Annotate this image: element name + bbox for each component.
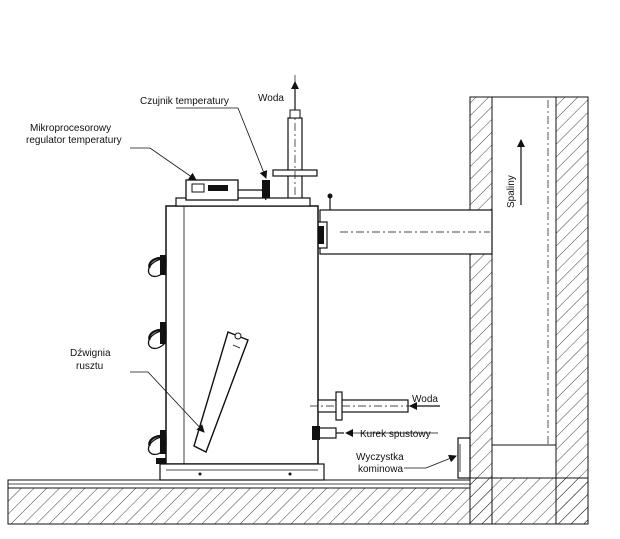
flue-pipe [312, 193, 493, 255]
leader-lines [130, 107, 457, 469]
grate-lever-label-line1: Dźwignia [70, 348, 111, 359]
grate-lever-label-line2: rusztu [76, 361, 103, 372]
door-handles [147, 255, 167, 464]
return-water-pipe [310, 391, 440, 421]
boiler-body [159, 197, 325, 481]
water-top-label: Woda [258, 93, 284, 104]
microprocessor-controller [185, 179, 267, 201]
microprocessor-label-line2: regulator temperatury [26, 135, 122, 146]
chimney-cleanout-label-line1: Wyczystka [356, 452, 404, 463]
temperature-sensor [262, 180, 270, 198]
chimney-cleanout-door [457, 437, 471, 479]
drain-valve [312, 426, 344, 440]
flue-gas-label: Spaliny [506, 175, 517, 208]
floor [7, 479, 471, 525]
microprocessor-label-line1: Mikroprocesorowy [30, 123, 111, 134]
drain-valve-label: Kurek spustowy [360, 429, 431, 440]
return-water-label: Woda [412, 394, 438, 405]
chimney [469, 96, 589, 525]
chimney-cleanout-label-line2: kominowa [358, 464, 403, 475]
grate-lever [193, 331, 249, 453]
temperature-sensor-label: Czujnik temperatury [140, 96, 229, 107]
